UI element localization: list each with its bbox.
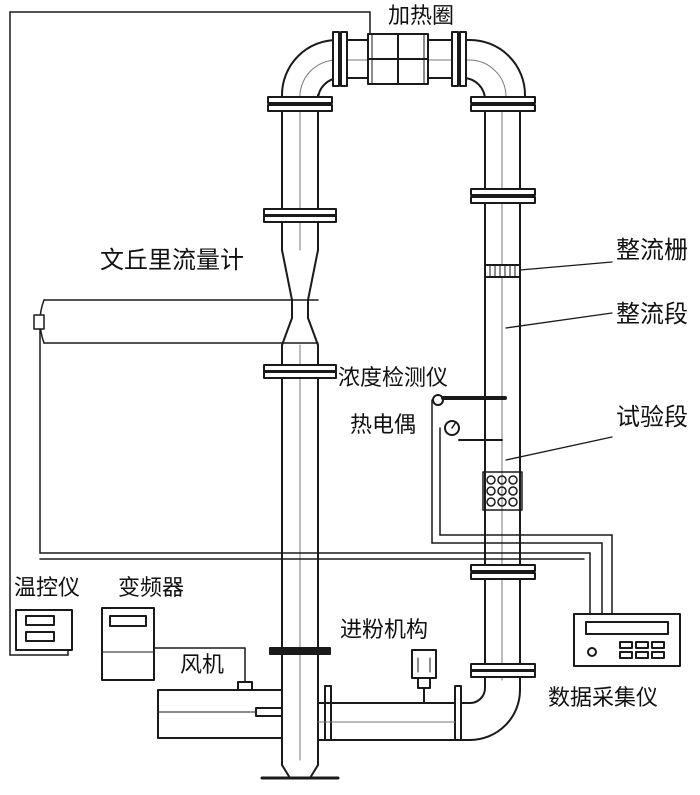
venturi-pressure-lines <box>33 299 319 344</box>
powder-feeder-label: 进粉机构 <box>340 618 429 643</box>
fan-label: 风机 <box>180 653 225 678</box>
concentration-detector-label: 浓度检测仪 <box>338 366 449 391</box>
thermocouple-label: 热电偶 <box>350 413 417 438</box>
data-acquisition-box <box>573 613 681 667</box>
rectifier-section-label: 整流段 <box>616 300 688 328</box>
fan <box>157 681 283 739</box>
temp-controller-label: 温控仪 <box>14 576 81 601</box>
thermocouple-probe <box>444 420 503 441</box>
leader-lines <box>505 261 613 461</box>
heater-label: 加热圈 <box>388 4 455 29</box>
heater-coil <box>367 33 429 85</box>
left-pipe <box>260 94 340 780</box>
wiring <box>9 11 613 683</box>
inverter-label: 变频器 <box>118 576 185 601</box>
test-section-ports <box>482 471 523 511</box>
straightener-label: 整流栅 <box>616 236 688 264</box>
bottom-pipe <box>317 702 456 741</box>
flow-straightener <box>484 264 521 278</box>
venturi-label: 文丘里流量计 <box>100 246 244 274</box>
flanges <box>263 31 536 741</box>
temp-controller-box <box>15 609 73 651</box>
data-acquisition-label: 数据采集仪 <box>548 686 659 711</box>
powder-feeder <box>411 649 437 704</box>
inverter-box <box>101 607 155 681</box>
concentration-probe <box>432 394 507 406</box>
test-section-label: 试验段 <box>616 403 688 431</box>
